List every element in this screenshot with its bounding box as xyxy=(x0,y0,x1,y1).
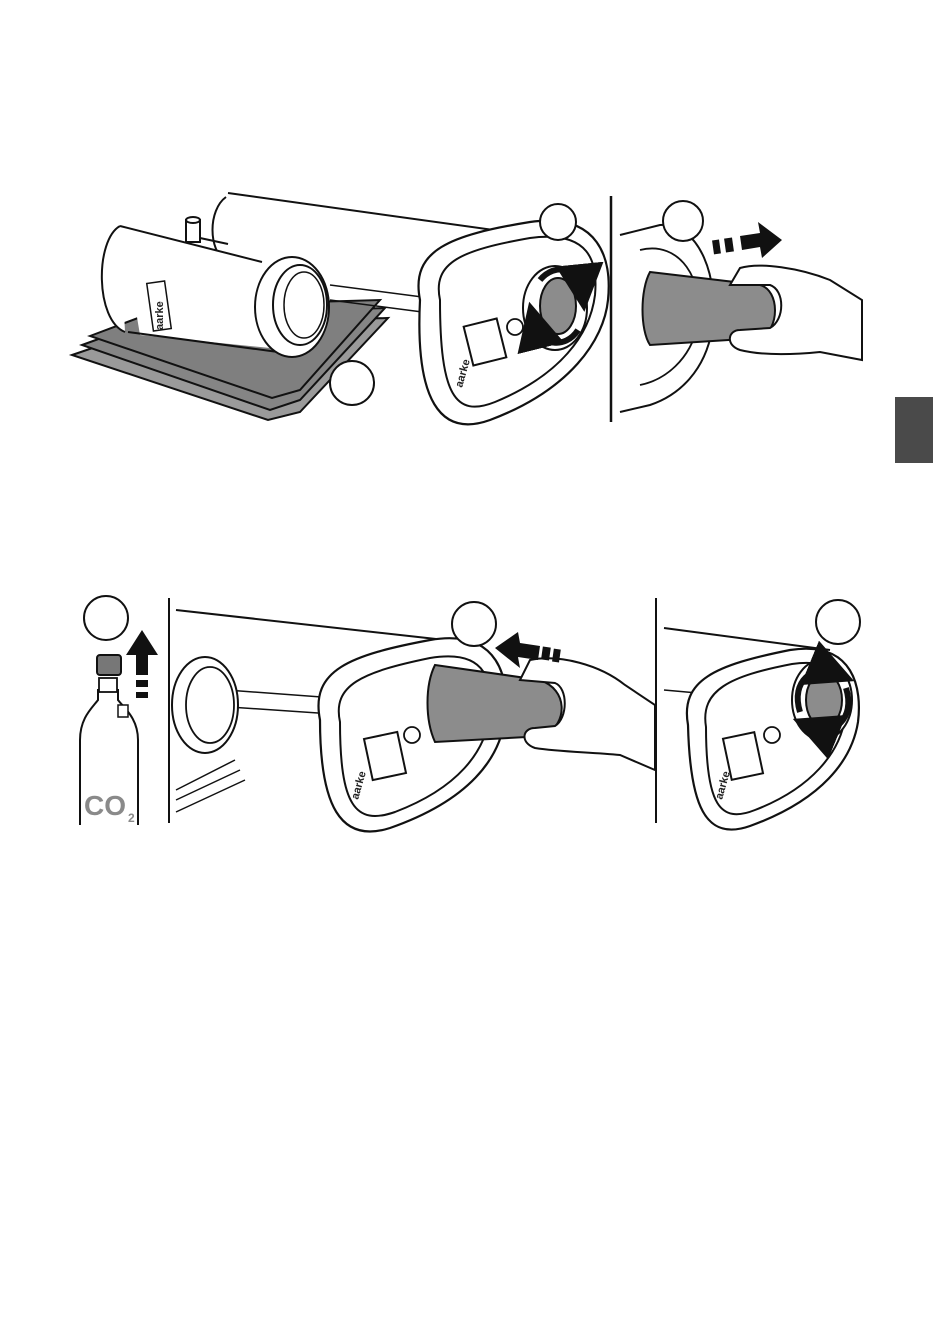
co2-subscript: 2 xyxy=(128,811,135,825)
step-marker-bottom-2 xyxy=(452,602,496,646)
top-figure: aarke aarke xyxy=(72,193,862,424)
bottom-right-panel: aarke xyxy=(664,600,860,830)
top-right-panel xyxy=(620,201,862,412)
co2-cylinder: CO 2 xyxy=(80,596,158,825)
co2-label: CO xyxy=(84,790,126,821)
step-marker-bottom-1 xyxy=(84,596,128,640)
step-marker-top-1 xyxy=(540,204,576,240)
step-marker-bottom-3 xyxy=(816,600,860,644)
bottom-figure: CO 2 aarke xyxy=(80,596,860,832)
cylinder-logo: aarke xyxy=(154,301,166,330)
machine-front-plate: aarke xyxy=(418,221,608,425)
arrow-dashed-up-icon xyxy=(126,630,158,698)
bottom-mid-panel: aarke xyxy=(172,602,655,832)
section-thumb-tab xyxy=(895,397,933,463)
co2-cap xyxy=(97,655,121,675)
step-marker-top-2 xyxy=(663,201,703,241)
step-marker-top-mat xyxy=(330,361,374,405)
arrow-dashed-right-icon xyxy=(712,222,782,258)
